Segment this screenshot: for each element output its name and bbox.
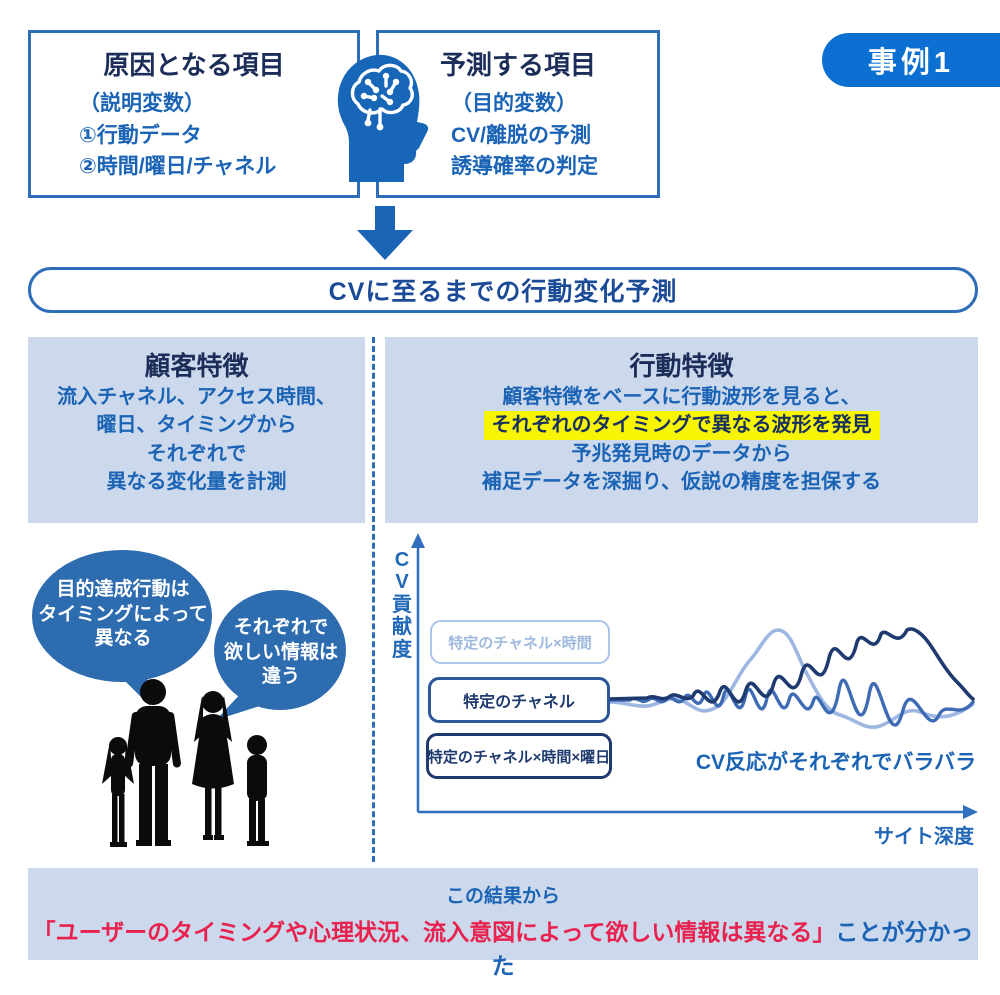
cause-line: （説明変数） bbox=[79, 92, 205, 115]
conclusion-rest: ことが分かった bbox=[491, 919, 974, 979]
family-silhouette bbox=[102, 679, 269, 847]
conclusion-intro: この結果から bbox=[445, 886, 560, 907]
behavior-wave-chart bbox=[411, 533, 978, 819]
x-axis-arrowhead bbox=[963, 805, 978, 819]
conclusion-main: 「ユーザーのタイミングや心理状況、流入意図によって欲しい情報は異なる」ことが分か… bbox=[28, 913, 978, 981]
predict-box-title: 予測する項目 bbox=[439, 50, 596, 80]
flow-title-pill: CVに至るまでの行動変化予測 bbox=[28, 267, 978, 313]
conclusion-emphasis: 「ユーザーのタイミングや心理状況、流入意図によって欲しい情報は異なる」 bbox=[32, 919, 836, 945]
customer-line: 流入チャネル、アクセス時間、 bbox=[57, 386, 336, 408]
predict-box-lines: （目的変数） CV/離脱の予測 誘導確率の判定 bbox=[451, 88, 657, 183]
cause-line: ②時間/曜日/チャネル bbox=[79, 155, 277, 178]
customer-panel: 顧客特徴 流入チャネル、アクセス時間、 曜日、タイミングから それぞれで 異なる… bbox=[28, 337, 365, 523]
dashed-divider bbox=[372, 337, 375, 862]
wave-annotation: CV反応がそれぞれでバラバラ bbox=[695, 751, 977, 774]
highlighted-text: それぞれのタイミングで異なる波形を発見 bbox=[483, 411, 880, 440]
cause-line: ①行動データ bbox=[79, 123, 202, 147]
y-axis-arrowhead bbox=[411, 533, 425, 548]
x-axis-label: サイト深度 bbox=[874, 826, 974, 848]
ai-brain-head-icon bbox=[337, 54, 429, 182]
behavior-line: 顧客特徴をベースに行動波形を見ると、 bbox=[502, 386, 861, 408]
speech-bubble-right bbox=[214, 590, 346, 720]
behavior-line: 補足データを深掘り、仮説の精度を担保する bbox=[481, 471, 882, 494]
behavior-panel: 行動特徴 顧客特徴をベースに行動波形を見ると、 それぞれのタイミングで異なる波形… bbox=[385, 337, 978, 523]
cause-box: 原因となる項目 （説明変数） ①行動データ ②時間/曜日/チャネル bbox=[28, 30, 360, 198]
predict-line: 誘導確率の判定 bbox=[451, 155, 598, 178]
cause-box-title: 原因となる項目 bbox=[103, 50, 285, 80]
down-arrow-icon bbox=[357, 206, 413, 260]
conclusion-box: この結果から 「ユーザーのタイミングや心理状況、流入意図によって欲しい情報は異な… bbox=[28, 868, 978, 979]
cause-box-lines: （説明変数） ①行動データ ②時間/曜日/チャネル bbox=[79, 88, 357, 183]
wave-light bbox=[606, 628, 975, 729]
speech-bubble-left-text: 目的達成行動は タイミングによって 異なる bbox=[38, 579, 208, 650]
predict-line: CV/離脱の予測 bbox=[451, 123, 592, 147]
customer-line: 異なる変化量を計測 bbox=[106, 471, 287, 494]
behavior-panel-title: 行動特徴 bbox=[629, 351, 734, 381]
predict-box: 予測する項目 （目的変数） CV/離脱の予測 誘導確率の判定 bbox=[376, 30, 660, 198]
legend-channel-time-day: 特定のチャネル×時間×曜日 bbox=[426, 733, 612, 779]
legend-channel: 特定のチャネル bbox=[428, 677, 610, 723]
predict-line: （目的変数） bbox=[451, 92, 577, 115]
flow-title: CVに至るまでの行動変化予測 bbox=[328, 278, 678, 306]
behavior-highlight-line: それぞれのタイミングで異なる波形を発見 bbox=[385, 411, 978, 440]
behavior-line: 予兆発見時のデータから bbox=[571, 442, 792, 465]
wave-dark bbox=[606, 627, 975, 704]
case-badge: 事例1 bbox=[822, 33, 1000, 87]
customer-line: 曜日、タイミングから bbox=[96, 414, 297, 437]
customer-line: それぞれで bbox=[146, 442, 247, 465]
speech-bubble-right-text: それぞれで 欲しい情報は 違う bbox=[223, 617, 338, 688]
legend-channel-time: 特定のチャネル×時間 bbox=[430, 620, 610, 664]
customer-panel-title: 顧客特徴 bbox=[144, 351, 249, 381]
